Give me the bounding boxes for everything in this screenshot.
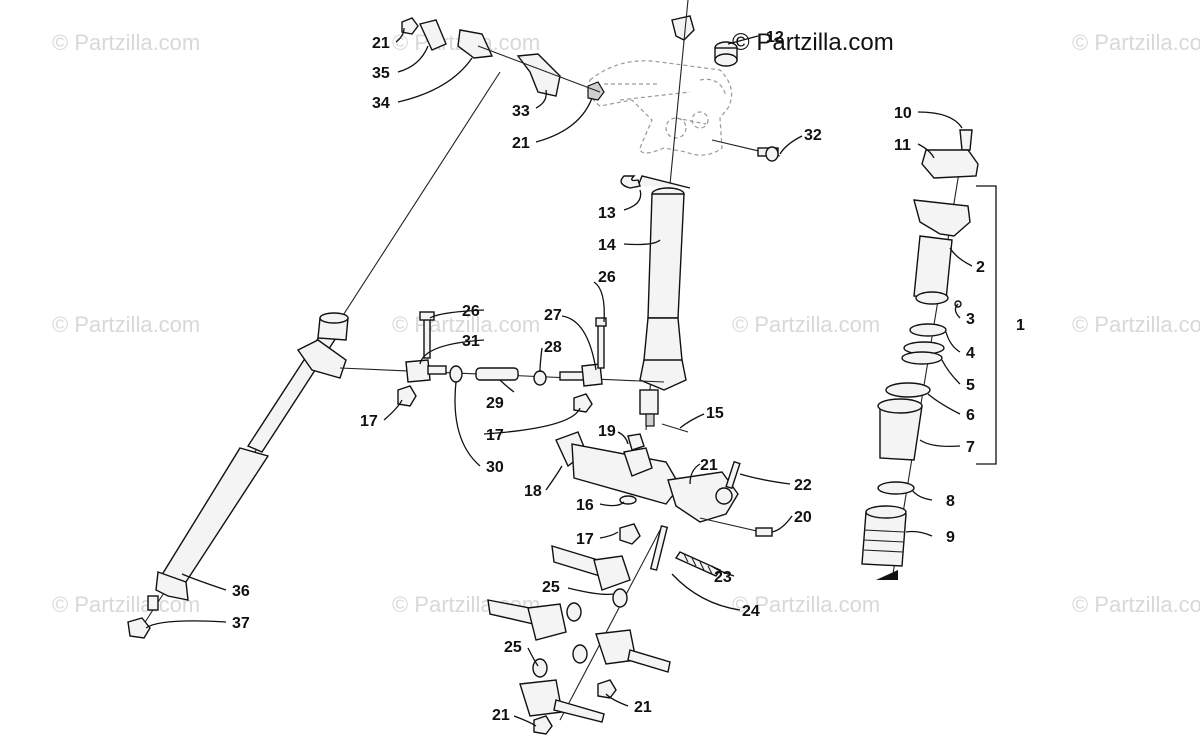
callout-21: 21 — [492, 707, 510, 724]
callout-1: 1 — [1016, 317, 1025, 334]
column-housing-18 — [555, 423, 773, 545]
callout-8: 8 — [946, 493, 955, 510]
callout-11: 11 — [894, 137, 911, 154]
callout-37: 37 — [232, 615, 250, 632]
watermark: © Partzilla.com — [1072, 592, 1200, 617]
callout-26: 26 — [462, 303, 480, 320]
callout-25: 25 — [542, 579, 560, 596]
watermark: © Partzilla.com — [392, 312, 540, 337]
steering-shaft-36 — [139, 71, 501, 631]
brand-label: © Partzilla.com — [732, 29, 894, 56]
circlip-13 — [620, 175, 641, 189]
linkage-rod-assembly — [339, 311, 665, 413]
callout-17: 17 — [576, 531, 594, 548]
watermark: © Partzilla.com — [1072, 30, 1200, 55]
callout-labels: 21 35 34 33 21 12 32 10 11 2 3 1 4 5 6 7… — [232, 29, 1025, 724]
callout-7: 7 — [966, 439, 975, 456]
callout-26: 26 — [598, 269, 616, 286]
callout-21: 21 — [372, 35, 390, 52]
callout-18: 18 — [524, 483, 542, 500]
callout-5: 5 — [966, 377, 975, 394]
watermark: © Partzilla.com — [1072, 312, 1200, 337]
watermark: © Partzilla.com — [732, 592, 880, 617]
callout-4: 4 — [966, 345, 975, 362]
leader-lines — [145, 27, 973, 727]
callout-33: 33 — [512, 103, 530, 120]
callout-36: 36 — [232, 583, 250, 600]
watermark: © Partzilla.com — [732, 312, 880, 337]
callout-29: 29 — [486, 395, 504, 412]
callout-17: 17 — [486, 427, 504, 444]
steering-column-14 — [637, 0, 691, 431]
callout-32: 32 — [804, 127, 822, 144]
bolt-24 — [559, 525, 669, 721]
watermark: © Partzilla.com — [52, 30, 200, 55]
callout-22: 22 — [794, 477, 812, 494]
callout-21: 21 — [634, 699, 652, 716]
lower-brackets — [487, 545, 671, 735]
callout-34: 34 — [372, 95, 390, 112]
callout-15: 15 — [706, 405, 724, 422]
exploded-column-assembly — [861, 129, 997, 581]
upper-bracket-dashed — [588, 60, 733, 156]
callout-24: 24 — [742, 603, 760, 620]
callout-9: 9 — [946, 529, 955, 546]
callout-20: 20 — [794, 509, 812, 526]
callout-10: 10 — [894, 105, 912, 122]
callout-6: 6 — [966, 407, 975, 424]
upper-fittings — [401, 15, 738, 101]
spring-23 — [674, 551, 722, 577]
callout-31: 31 — [462, 333, 480, 350]
callout-2: 2 — [976, 259, 985, 276]
callout-23: 23 — [714, 569, 732, 586]
callout-16: 16 — [576, 497, 594, 514]
watermark-layer: © Partzilla.com © Partzilla.com © Partzi… — [52, 30, 1200, 617]
nut-37 — [127, 617, 151, 639]
callout-14: 14 — [598, 237, 616, 254]
callout-12: 12 — [766, 29, 784, 46]
callout-19: 19 — [598, 423, 616, 440]
callout-35: 35 — [372, 65, 390, 82]
callout-3: 3 — [966, 311, 975, 328]
callout-27: 27 — [544, 307, 562, 324]
bolt-32 — [711, 139, 781, 162]
callout-13: 13 — [598, 205, 616, 222]
callout-21: 21 — [700, 457, 718, 474]
watermark: © Partzilla.com — [52, 312, 200, 337]
callout-25: 25 — [504, 639, 522, 656]
callout-21: 21 — [512, 135, 530, 152]
callout-30: 30 — [486, 459, 504, 476]
callout-17: 17 — [360, 413, 378, 430]
callout-28: 28 — [544, 339, 562, 356]
